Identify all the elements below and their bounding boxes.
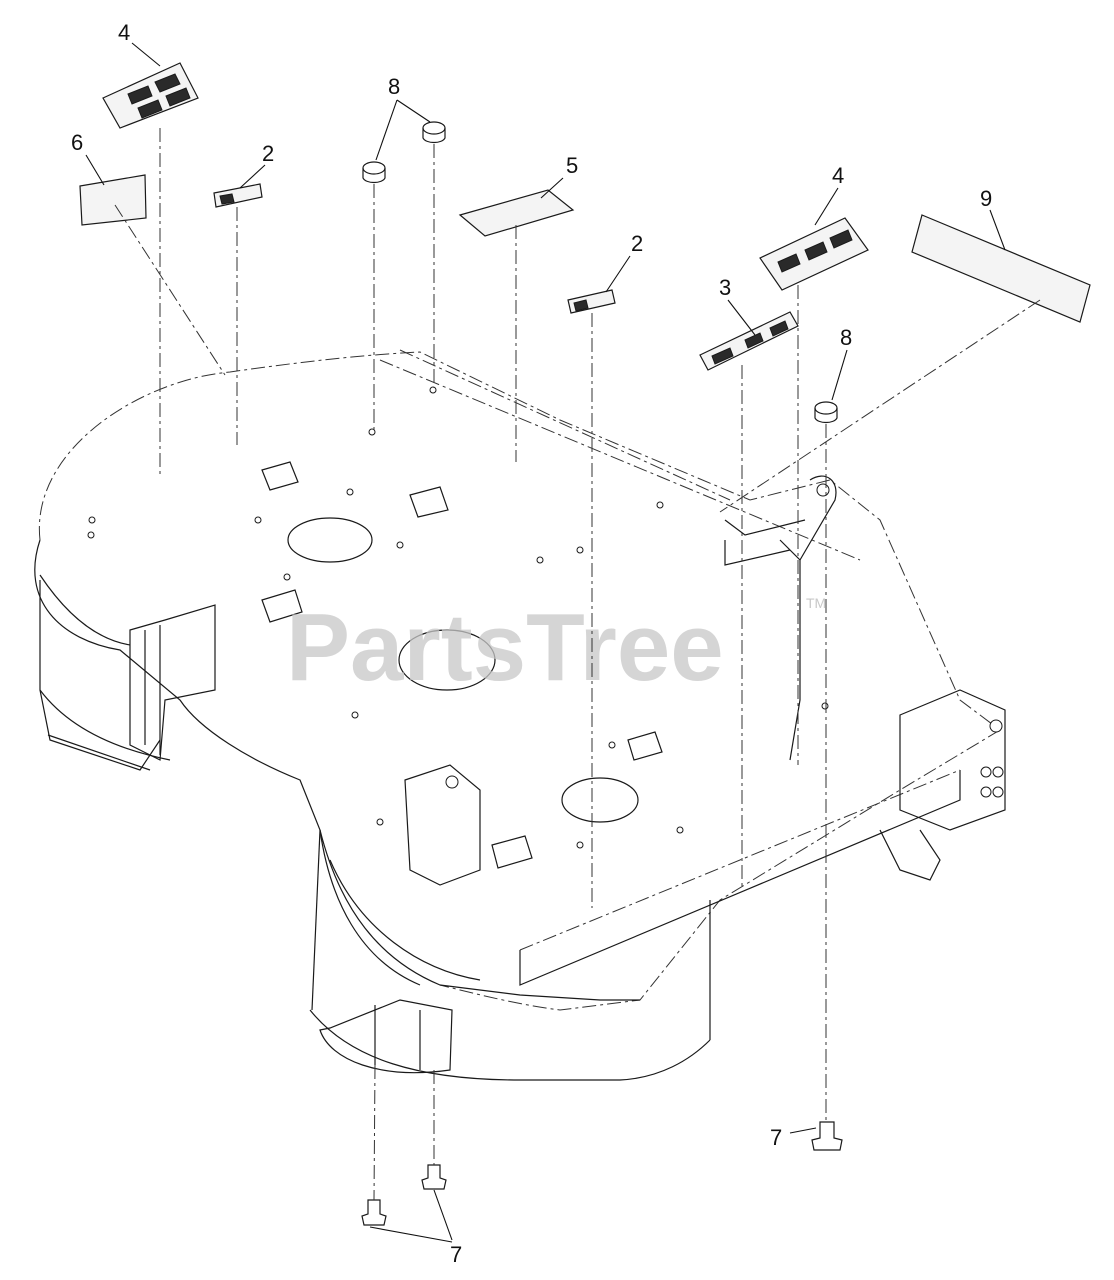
callout-4-left: 4: [118, 20, 130, 45]
bracket-hole: [980, 786, 992, 798]
bracket-hole: [992, 786, 1004, 798]
deck-tab: [627, 731, 663, 761]
leader-lines: [85, 42, 1006, 1243]
callout-4-right: 4: [832, 163, 844, 188]
callout-2-left: 2: [262, 141, 274, 166]
watermark-trademark: TM: [806, 595, 826, 611]
callout-8-top: 8: [388, 74, 400, 99]
bolt-7-right: [811, 1121, 843, 1151]
assembly-centerlines: [114, 128, 1041, 1201]
decal-9: [911, 214, 1091, 323]
deck-tab: [261, 589, 303, 623]
deck-frame-rails: [379, 349, 1006, 986]
spindle-opening: [398, 629, 496, 691]
center-bracket: [404, 764, 481, 886]
decal-6: [79, 174, 147, 226]
callout-7-bottom: 7: [450, 1242, 462, 1267]
spindle-opening: [561, 777, 639, 823]
nut-8-top-right: [422, 121, 446, 144]
callout-3: 3: [719, 275, 731, 300]
callout-2-center: 2: [631, 231, 643, 256]
decal-4-right: [759, 217, 869, 291]
callout-labels: 4 6 2 8 5 2 3 4 9 8 7 7: [71, 20, 992, 1267]
decal-2-center: [567, 289, 616, 314]
decal-4-left: [102, 62, 199, 129]
bracket-hole: [992, 766, 1004, 778]
decal-5: [458, 189, 575, 237]
nut-8-right: [814, 401, 838, 424]
left-post-bracket: [129, 604, 216, 761]
bracket-hole: [980, 766, 992, 778]
callout-5: 5: [566, 153, 578, 178]
spindle-opening: [287, 517, 373, 563]
callout-9: 9: [980, 186, 992, 211]
nut-8-top-left: [362, 161, 386, 184]
watermark-text: PartsTree: [286, 594, 724, 701]
decal-2-left: [213, 183, 263, 208]
callout-6: 6: [71, 130, 83, 155]
deck-tab: [409, 486, 449, 518]
mower-deck-housing: [34, 351, 1001, 1081]
callout-8-right: 8: [840, 325, 852, 350]
bolt-7-bottom-left: [361, 1199, 387, 1226]
bracket-hole: [989, 719, 1003, 733]
pivot-hole: [816, 483, 830, 497]
deck-top-features: [87, 386, 829, 886]
deck-tab: [261, 461, 299, 491]
callout-7-right: 7: [770, 1125, 782, 1150]
bolt-7-bottom-right: [421, 1164, 447, 1190]
front-deflector: [319, 999, 453, 1074]
decal-3: [699, 311, 799, 371]
deck-tab: [491, 835, 533, 869]
